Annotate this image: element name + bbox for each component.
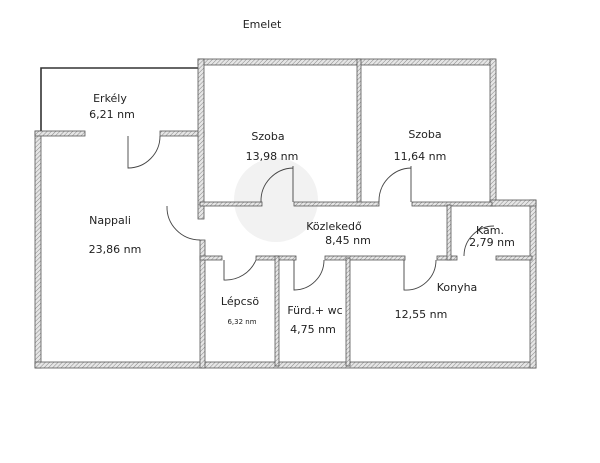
room-name: Lépcsö — [221, 295, 259, 308]
room-area: 12,55 nm — [395, 308, 448, 321]
walls — [34, 58, 537, 369]
room-area: 13,98 nm — [246, 150, 299, 163]
room-name: Szoba — [408, 128, 441, 141]
plan-title: Emelet — [243, 18, 282, 31]
room-name: Szoba — [251, 130, 284, 143]
room-kozlekedo: Közlekedő 8,45 nm — [306, 220, 371, 247]
room-area: 8,45 nm — [325, 234, 371, 247]
room-name: Konyha — [437, 281, 478, 294]
balcony-outline — [40, 67, 200, 133]
room-szoba-1: Szoba 13,98 nm — [246, 130, 299, 163]
room-area: 2,79 nm — [469, 236, 515, 249]
room-area: 11,64 nm — [394, 150, 447, 163]
doors — [127, 135, 495, 291]
room-area: 4,75 nm — [290, 323, 336, 336]
room-erkely: Erkély 6,21 nm — [89, 92, 135, 121]
room-name: Erkély — [93, 92, 127, 105]
room-nappali: Nappali 23,86 nm — [89, 214, 142, 256]
room-name: Nappali — [89, 214, 131, 227]
room-name: Kam. — [476, 224, 504, 237]
room-area: 6,21 nm — [89, 108, 135, 121]
watermark-logo — [234, 158, 318, 242]
room-kamra: Kam. 2,79 nm — [469, 224, 515, 249]
room-konyha: Konyha 12,55 nm — [395, 281, 478, 321]
room-szoba-2: Szoba 11,64 nm — [394, 128, 447, 163]
room-furdo-wc: Fürd.+ wc 4,75 nm — [287, 304, 342, 336]
room-area: 23,86 nm — [89, 243, 142, 256]
room-lepcso: Lépcsö 6,32 nm — [221, 295, 259, 326]
room-area: 6,32 nm — [227, 318, 256, 326]
room-name: Fürd.+ wc — [287, 304, 342, 317]
room-name: Közlekedő — [306, 220, 362, 233]
